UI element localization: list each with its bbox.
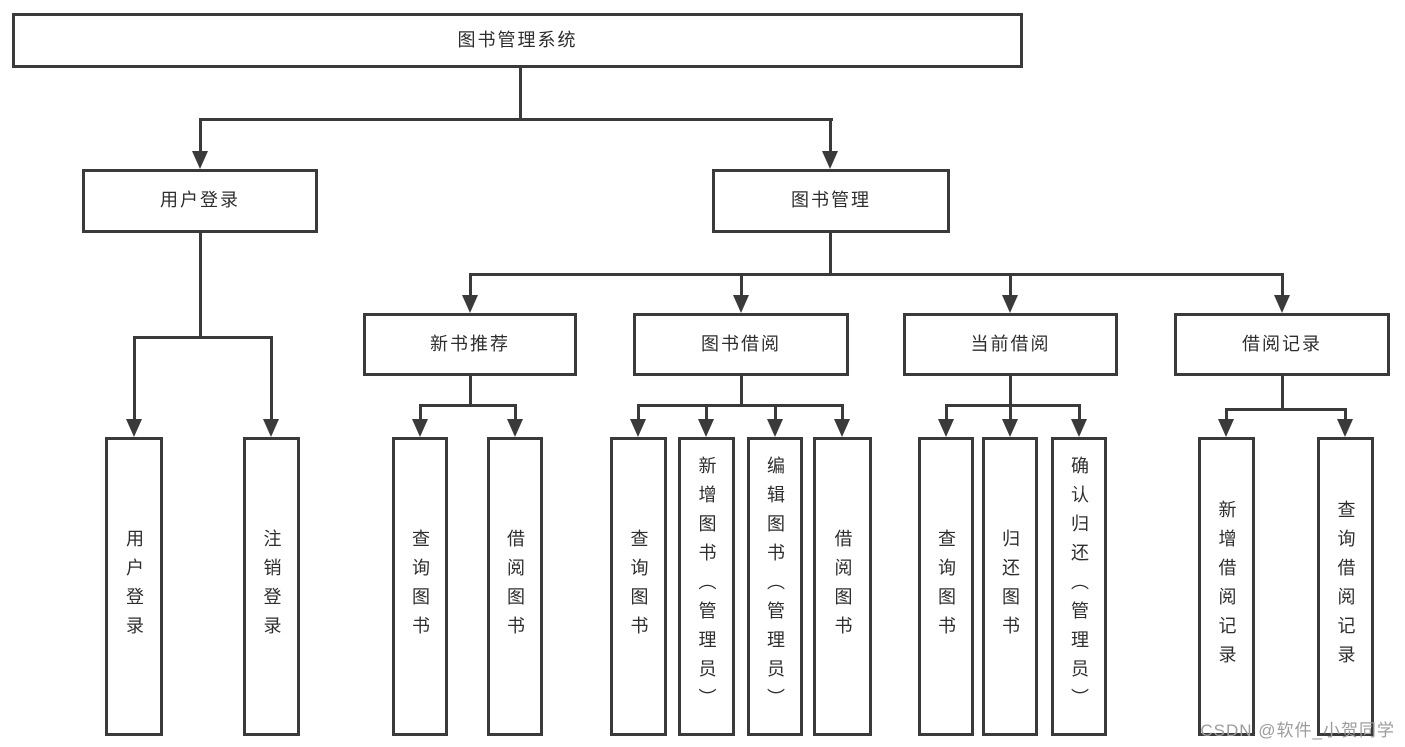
connector-segment — [637, 404, 640, 421]
node-root-system: 图书管理系统 — [12, 13, 1023, 68]
arrowhead-down — [1002, 295, 1018, 313]
node-label: 用户登录 — [160, 190, 240, 211]
arrowhead-down — [834, 419, 850, 437]
connector-segment — [133, 336, 136, 421]
node-label: 新书推荐 — [430, 333, 510, 354]
connector-segment — [1281, 273, 1284, 297]
arrowhead-down — [126, 419, 142, 437]
connector-segment — [829, 118, 832, 153]
arrowhead-down — [630, 419, 646, 437]
connector-segment — [199, 118, 833, 121]
leaf-label: 查询图书 — [410, 528, 430, 645]
leaf-cb-query-books: 查询图书 — [918, 437, 974, 736]
connector-segment — [419, 404, 422, 421]
connector-segment — [774, 404, 777, 421]
leaf-bb-borrow-books: 借阅图书 — [813, 437, 872, 736]
arrowhead-down — [507, 419, 523, 437]
connector-segment — [1225, 408, 1228, 421]
connector-segment — [1344, 408, 1347, 421]
leaf-nbr-query-books: 查询图书 — [392, 437, 448, 736]
leaf-label: 归还图书 — [1000, 528, 1020, 645]
connector-segment — [270, 336, 273, 421]
node-book-borrowing: 图书借阅 — [633, 313, 849, 376]
node-label: 图书管理 — [791, 190, 871, 211]
arrowhead-down — [1337, 419, 1353, 437]
node-new-book-recommend: 新书推荐 — [363, 313, 577, 376]
arrowhead-down — [698, 419, 714, 437]
leaf-cb-return-books: 归还图书 — [982, 437, 1038, 736]
connector-segment — [469, 376, 472, 404]
connector-segment — [705, 404, 708, 421]
connector-segment — [199, 233, 202, 336]
arrowhead-down — [767, 419, 783, 437]
leaf-br-add-record: 新增借阅记录 — [1198, 437, 1255, 736]
arrowhead-down — [938, 419, 954, 437]
node-label: 图书借阅 — [701, 333, 781, 354]
arrowhead-down — [462, 295, 478, 313]
leaf-label: 新增借阅记录 — [1216, 499, 1237, 674]
arrowhead-down — [1274, 295, 1290, 313]
connector-segment — [637, 404, 843, 407]
connector-segment — [740, 273, 743, 297]
leaf-label: 编辑图书（管理员） — [765, 456, 785, 717]
arrowhead-down — [412, 419, 428, 437]
node-user-login-group: 用户登录 — [82, 169, 318, 233]
connector-segment — [519, 68, 522, 120]
leaf-label: 确认归还（管理员） — [1069, 456, 1089, 717]
arrowhead-down — [733, 295, 749, 313]
leaf-label: 注销登录 — [261, 528, 282, 645]
leaf-nbr-borrow-books: 借阅图书 — [487, 437, 543, 736]
connector-segment — [199, 118, 202, 153]
connector-segment — [514, 404, 517, 421]
node-borrowing-records: 借阅记录 — [1174, 313, 1390, 376]
leaf-label: 新增图书（管理员） — [696, 456, 717, 717]
arrowhead-down — [263, 419, 279, 437]
connector-segment — [133, 336, 273, 339]
connector-segment — [1009, 404, 1012, 421]
leaf-label: 用户登录 — [124, 528, 144, 645]
node-current-borrowing: 当前借阅 — [903, 313, 1118, 376]
leaf-label: 借阅图书 — [505, 528, 525, 645]
csdn-watermark: CSDN @软件_小贺同学 — [1200, 721, 1395, 740]
node-label: 当前借阅 — [970, 333, 1051, 354]
node-root-label: 图书管理系统 — [457, 29, 578, 50]
connector-segment — [945, 404, 1080, 407]
leaf-label: 借阅图书 — [832, 528, 853, 645]
connector-segment — [1281, 376, 1284, 408]
arrowhead-down — [1071, 419, 1087, 437]
arrowhead-down — [192, 151, 208, 169]
leaf-bb-query-books: 查询图书 — [610, 437, 667, 736]
connector-segment — [469, 273, 1283, 276]
connector-segment — [829, 233, 832, 273]
connector-segment — [1225, 408, 1347, 411]
arrowhead-down — [822, 151, 838, 169]
connector-segment — [419, 404, 517, 407]
leaf-label: 查询借阅记录 — [1335, 499, 1356, 674]
leaf-bb-edit-books-admin: 编辑图书（管理员） — [747, 437, 803, 736]
connector-segment — [469, 273, 472, 297]
leaf-user-login: 用户登录 — [105, 437, 163, 736]
leaf-label: 查询图书 — [936, 528, 956, 645]
leaf-logout: 注销登录 — [243, 437, 300, 736]
node-book-management: 图书管理 — [712, 169, 950, 233]
leaf-br-query-record: 查询借阅记录 — [1317, 437, 1374, 736]
connector-segment — [1009, 273, 1012, 297]
connector-segment — [945, 404, 948, 421]
connector-segment — [841, 404, 844, 421]
arrowhead-down — [1218, 419, 1234, 437]
node-label: 借阅记录 — [1242, 333, 1322, 354]
leaf-cb-confirm-return-admin: 确认归还（管理员） — [1051, 437, 1107, 736]
connector-segment — [1009, 376, 1012, 404]
connector-segment — [740, 376, 743, 404]
arrowhead-down — [1002, 419, 1018, 437]
leaf-label: 查询图书 — [628, 528, 649, 645]
connector-segment — [1078, 404, 1081, 421]
leaf-bb-add-books-admin: 新增图书（管理员） — [678, 437, 735, 736]
